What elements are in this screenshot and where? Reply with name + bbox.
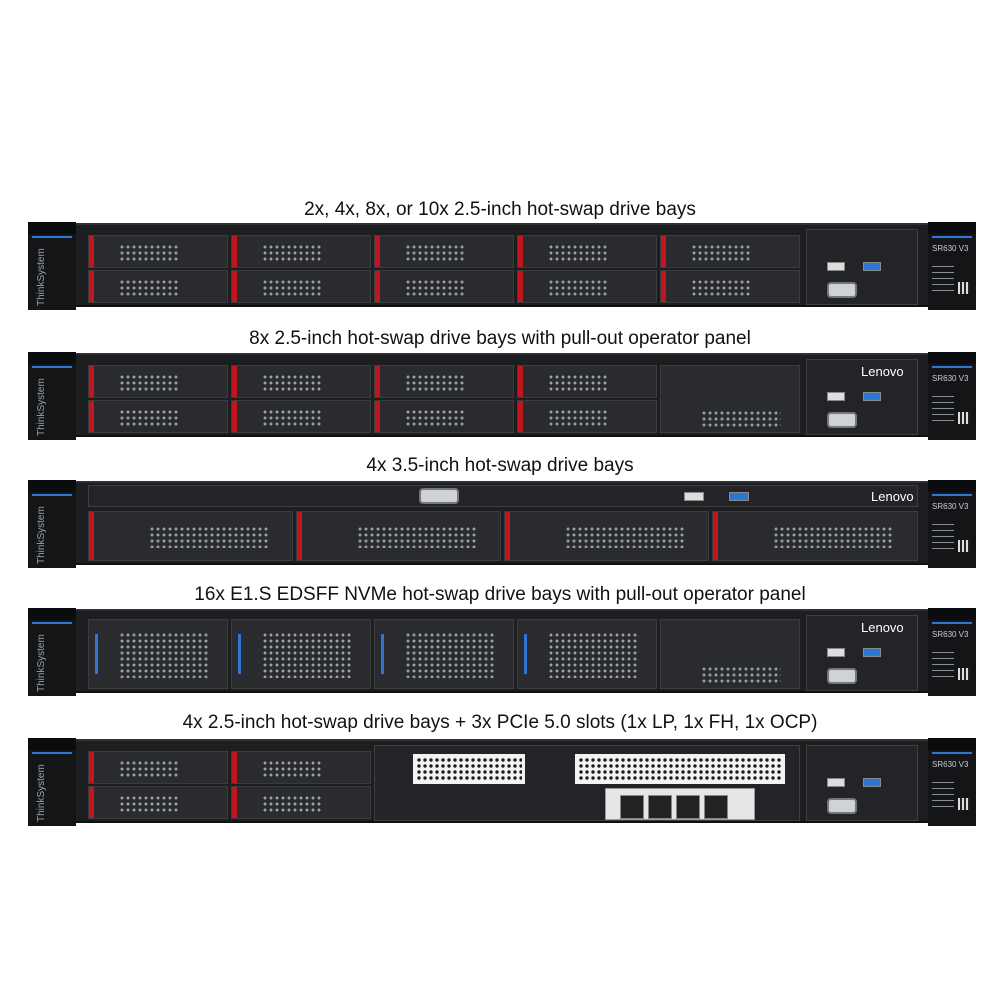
usb3-port[interactable] — [863, 392, 881, 401]
drive-bay[interactable] — [88, 400, 228, 433]
drive-bay[interactable] — [88, 365, 228, 398]
left-rack-ear: ThinkSystem — [28, 352, 76, 440]
qr-code-icon — [958, 540, 970, 552]
drive-bay[interactable] — [374, 270, 514, 303]
brand-label: ThinkSystem — [36, 764, 47, 822]
right-rack-ear: SR630 V3 — [928, 480, 976, 568]
vga-port[interactable] — [419, 488, 459, 504]
brand-label: ThinkSystem — [36, 506, 47, 564]
vga-port[interactable] — [827, 412, 857, 428]
usb-port[interactable] — [827, 778, 845, 787]
brand-label: ThinkSystem — [36, 378, 47, 436]
drive-bay[interactable] — [712, 511, 918, 561]
caption-config-2: 8x 2.5-inch hot-swap drive bays with pul… — [249, 328, 751, 349]
e1s-drive-cage[interactable] — [88, 619, 228, 689]
left-rack-ear: ThinkSystem — [28, 608, 76, 696]
ocp-slot[interactable] — [605, 788, 755, 820]
drive-bay[interactable] — [660, 235, 800, 268]
left-rack-ear: ThinkSystem — [28, 222, 76, 310]
usb3-port[interactable] — [863, 262, 881, 271]
e1s-drive-cage[interactable] — [517, 619, 657, 689]
usb-port[interactable] — [684, 492, 704, 501]
server-config-3: ThinkSystem Lenovo SR630 V3 — [28, 480, 976, 568]
drive-bay[interactable] — [88, 235, 228, 268]
brand-label: ThinkSystem — [36, 248, 47, 306]
vga-port[interactable] — [827, 798, 857, 814]
e1s-drive-cage[interactable] — [231, 619, 371, 689]
model-label: SR630 V3 — [932, 630, 969, 639]
top-io-strip: Lenovo — [88, 485, 918, 507]
brand-label: ThinkSystem — [36, 634, 47, 692]
vga-port[interactable] — [827, 668, 857, 684]
qr-code-icon — [958, 282, 970, 294]
drive-bay[interactable] — [517, 270, 657, 303]
front-io-panel — [806, 229, 918, 305]
caption-config-1: 2x, 4x, 8x, or 10x 2.5-inch hot-swap dri… — [304, 199, 696, 220]
model-label: SR630 V3 — [932, 374, 969, 383]
vga-port[interactable] — [827, 282, 857, 298]
right-rack-ear: SR630 V3 — [928, 608, 976, 696]
drive-bay[interactable] — [231, 235, 371, 268]
drive-bay[interactable] — [88, 751, 228, 784]
pcie-slot-area — [374, 745, 800, 821]
e1s-drive-cage[interactable] — [374, 619, 514, 689]
drive-bay[interactable] — [517, 365, 657, 398]
caption-config-5: 4x 2.5-inch hot-swap drive bays + 3x PCI… — [182, 712, 818, 733]
drive-bay[interactable] — [231, 270, 371, 303]
model-label: SR630 V3 — [932, 244, 969, 253]
pcie-lp-slot[interactable] — [413, 754, 525, 784]
drive-bay[interactable] — [504, 511, 709, 561]
drive-bay[interactable] — [660, 270, 800, 303]
pull-out-operator-panel[interactable] — [660, 619, 800, 689]
drive-bay[interactable] — [517, 400, 657, 433]
qr-code-icon — [958, 668, 970, 680]
drive-bay[interactable] — [88, 270, 228, 303]
lenovo-logo: Lenovo — [871, 489, 914, 504]
qr-code-icon — [958, 798, 970, 810]
drive-bay[interactable] — [517, 235, 657, 268]
usb3-port[interactable] — [729, 492, 749, 501]
drive-bay[interactable] — [88, 511, 293, 561]
model-label: SR630 V3 — [932, 760, 969, 769]
usb-port[interactable] — [827, 392, 845, 401]
drive-bay[interactable] — [374, 235, 514, 268]
front-io-panel: Lenovo — [806, 615, 918, 691]
usb3-port[interactable] — [863, 648, 881, 657]
left-rack-ear: ThinkSystem — [28, 738, 76, 826]
usb3-port[interactable] — [863, 778, 881, 787]
right-rack-ear: SR630 V3 — [928, 352, 976, 440]
drive-bay[interactable] — [231, 751, 371, 784]
left-rack-ear: ThinkSystem — [28, 480, 76, 568]
model-label: SR630 V3 — [932, 502, 969, 511]
usb-port[interactable] — [827, 262, 845, 271]
drive-bay[interactable] — [231, 365, 371, 398]
caption-config-4: 16x E1.S EDSFF NVMe hot-swap drive bays … — [194, 584, 806, 605]
right-rack-ear: SR630 V3 — [928, 222, 976, 310]
front-io-panel — [806, 745, 918, 821]
drive-bay[interactable] — [231, 400, 371, 433]
lenovo-logo: Lenovo — [861, 364, 904, 379]
drive-bay[interactable] — [374, 365, 514, 398]
lenovo-logo: Lenovo — [861, 620, 904, 635]
pull-out-operator-panel[interactable] — [660, 365, 800, 433]
caption-config-3: 4x 3.5-inch hot-swap drive bays — [366, 455, 634, 476]
drive-bay[interactable] — [88, 786, 228, 819]
drive-bay[interactable] — [231, 786, 371, 819]
pcie-fh-slot[interactable] — [575, 754, 785, 784]
drive-bay[interactable] — [296, 511, 501, 561]
qr-code-icon — [958, 412, 970, 424]
server-config-2: ThinkSystem Lenovo SR630 V3 — [28, 352, 976, 440]
server-config-4: ThinkSystem Lenovo SR630 V3 — [28, 608, 976, 696]
usb-port[interactable] — [827, 648, 845, 657]
drive-bay[interactable] — [374, 400, 514, 433]
server-config-1: ThinkSystem SR630 V3 — [28, 222, 976, 310]
front-io-panel: Lenovo — [806, 359, 918, 435]
server-config-5: ThinkSystem SR630 V3 — [28, 738, 976, 826]
right-rack-ear: SR630 V3 — [928, 738, 976, 826]
